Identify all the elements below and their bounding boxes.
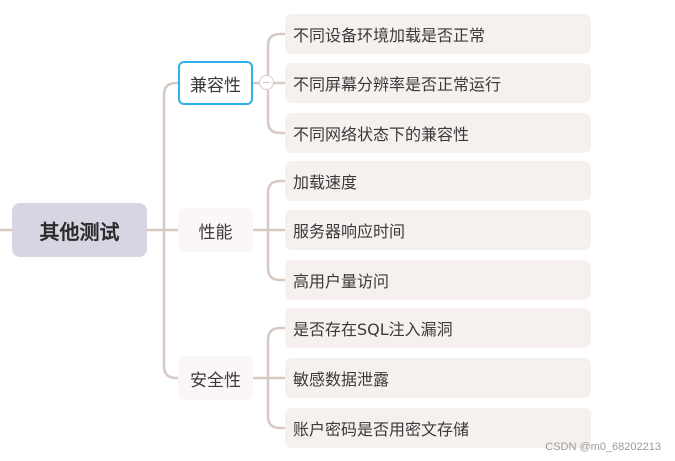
connector-cat-2-leaf-0	[266, 326, 287, 380]
root-node[interactable]: 其他测试	[12, 203, 147, 257]
connector-cat-1-leaf-0	[266, 179, 287, 232]
leaf-node[interactable]: 敏感数据泄露	[285, 358, 591, 398]
leaf-label: 不同设备环境加载是否正常	[293, 26, 486, 45]
leaf-node[interactable]: 服务器响应时间	[285, 210, 591, 250]
leaf-node[interactable]: 不同屏幕分辨率是否正常运行	[285, 63, 591, 103]
category-node-compatibility[interactable]: 兼容性	[178, 61, 253, 105]
leaf-label: 不同屏幕分辨率是否正常运行	[293, 75, 502, 94]
category-label: 安全性	[190, 370, 241, 391]
leaf-label: 加载速度	[293, 173, 358, 192]
connector-cat-0-leaf-2	[266, 89, 287, 135]
leaf-label: 服务器响应时间	[293, 222, 406, 241]
connector-cat-1-leaf-2	[266, 228, 287, 282]
category-label: 性能	[198, 222, 233, 243]
leaf-node[interactable]: 不同设备环境加载是否正常	[285, 14, 591, 54]
connector-root-to-cat-0	[162, 81, 180, 232]
collapse-toggle-icon[interactable]	[259, 75, 274, 90]
category-node-security[interactable]: 安全性	[178, 356, 253, 400]
watermark: CSDN @m0_68202213	[545, 441, 661, 453]
category-label: 兼容性	[190, 75, 241, 96]
root-label: 其他测试	[39, 219, 120, 244]
leaf-node[interactable]: 不同网络状态下的兼容性	[285, 113, 591, 153]
category-node-performance[interactable]: 性能	[178, 208, 253, 252]
leaf-label: 不同网络状态下的兼容性	[293, 125, 470, 144]
connector-cat-0-leaf-0	[266, 32, 287, 85]
connector-cat-2-leaf-2	[266, 376, 287, 430]
connector-root-to-cat-2	[162, 228, 182, 380]
leaf-label: 账户密码是否用密文存储	[293, 420, 470, 439]
leaf-label: 高用户量访问	[293, 272, 390, 291]
leaf-node[interactable]: 是否存在SQL注入漏洞	[285, 308, 591, 348]
leaf-label: 是否存在SQL注入漏洞	[293, 320, 453, 339]
leaf-node[interactable]: 账户密码是否用密文存储	[285, 408, 591, 448]
leaf-node[interactable]: 高用户量访问	[285, 260, 591, 300]
leaf-node[interactable]: 加载速度	[285, 161, 591, 201]
leaf-label: 敏感数据泄露	[293, 370, 390, 389]
